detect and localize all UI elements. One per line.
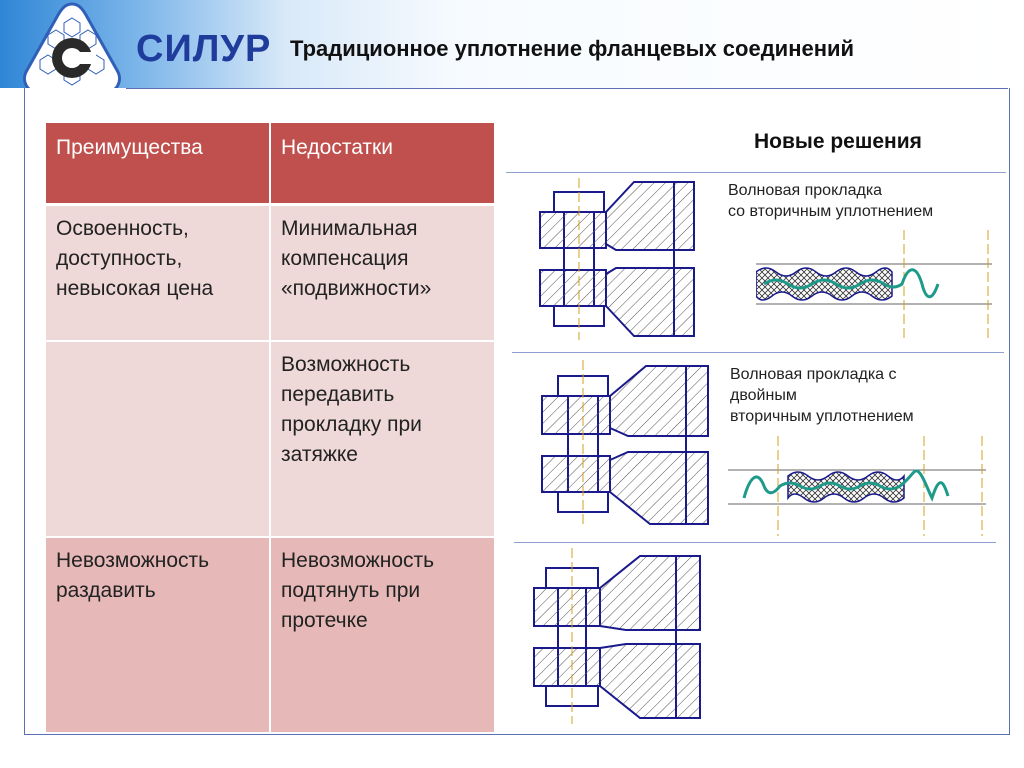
- flange-drawing-3: [530, 548, 706, 724]
- new-solutions-title: Новые решения: [754, 130, 922, 153]
- header-advantages: Преимущества: [44, 121, 271, 206]
- comparison-table: Преимущества Недостатки Освоенность, дос…: [44, 121, 496, 734]
- table-cell: Невозможность раздавить: [44, 536, 271, 734]
- frame-top-line: [126, 88, 1008, 89]
- silur-logo: [23, 2, 121, 94]
- wave-gasket-drawing-1: [756, 230, 992, 342]
- table-header-row: Преимущества Недостатки: [44, 121, 496, 206]
- table-row: Невозможность раздавить Невозможность по…: [44, 536, 496, 734]
- table-cell: Возможность передавить прокладку при зат…: [269, 340, 496, 538]
- label-line: со вторичным уплотнением: [728, 203, 934, 220]
- solution-2-label: Волновая прокладка с двойным вторичным у…: [730, 364, 914, 427]
- page-title: Традиционное уплотнение фланцевых соедин…: [290, 36, 855, 61]
- table-cell: Минимальная компенсация «подвижности»: [269, 203, 496, 342]
- header-bar: [0, 0, 1024, 88]
- divider-line: [514, 542, 996, 543]
- label-line: двойным: [730, 387, 797, 404]
- solution-1-label: Волновая прокладка со вторичным уплотнен…: [728, 180, 933, 222]
- divider-line: [506, 172, 1006, 173]
- flange-drawing-2: [538, 360, 714, 528]
- label-line: Волновая прокладка: [728, 182, 883, 199]
- table-cell: Невозможность подтянуть при протечке: [269, 536, 496, 734]
- table-cell: Освоенность, доступность, невысокая цена: [44, 203, 271, 342]
- table-cell: [44, 340, 271, 538]
- flange-drawing-1: [534, 178, 700, 340]
- header-disadvantages: Недостатки: [269, 121, 496, 206]
- table-row: Возможность передавить прокладку при зат…: [44, 340, 496, 538]
- divider-line: [512, 352, 1004, 353]
- label-line: Волновая прокладка с: [730, 366, 897, 383]
- wave-gasket-drawing-2: [728, 436, 986, 536]
- brand-name: СИЛУР: [136, 28, 272, 70]
- table-row: Освоенность, доступность, невысокая цена…: [44, 203, 496, 342]
- label-line: вторичным уплотнением: [730, 408, 914, 425]
